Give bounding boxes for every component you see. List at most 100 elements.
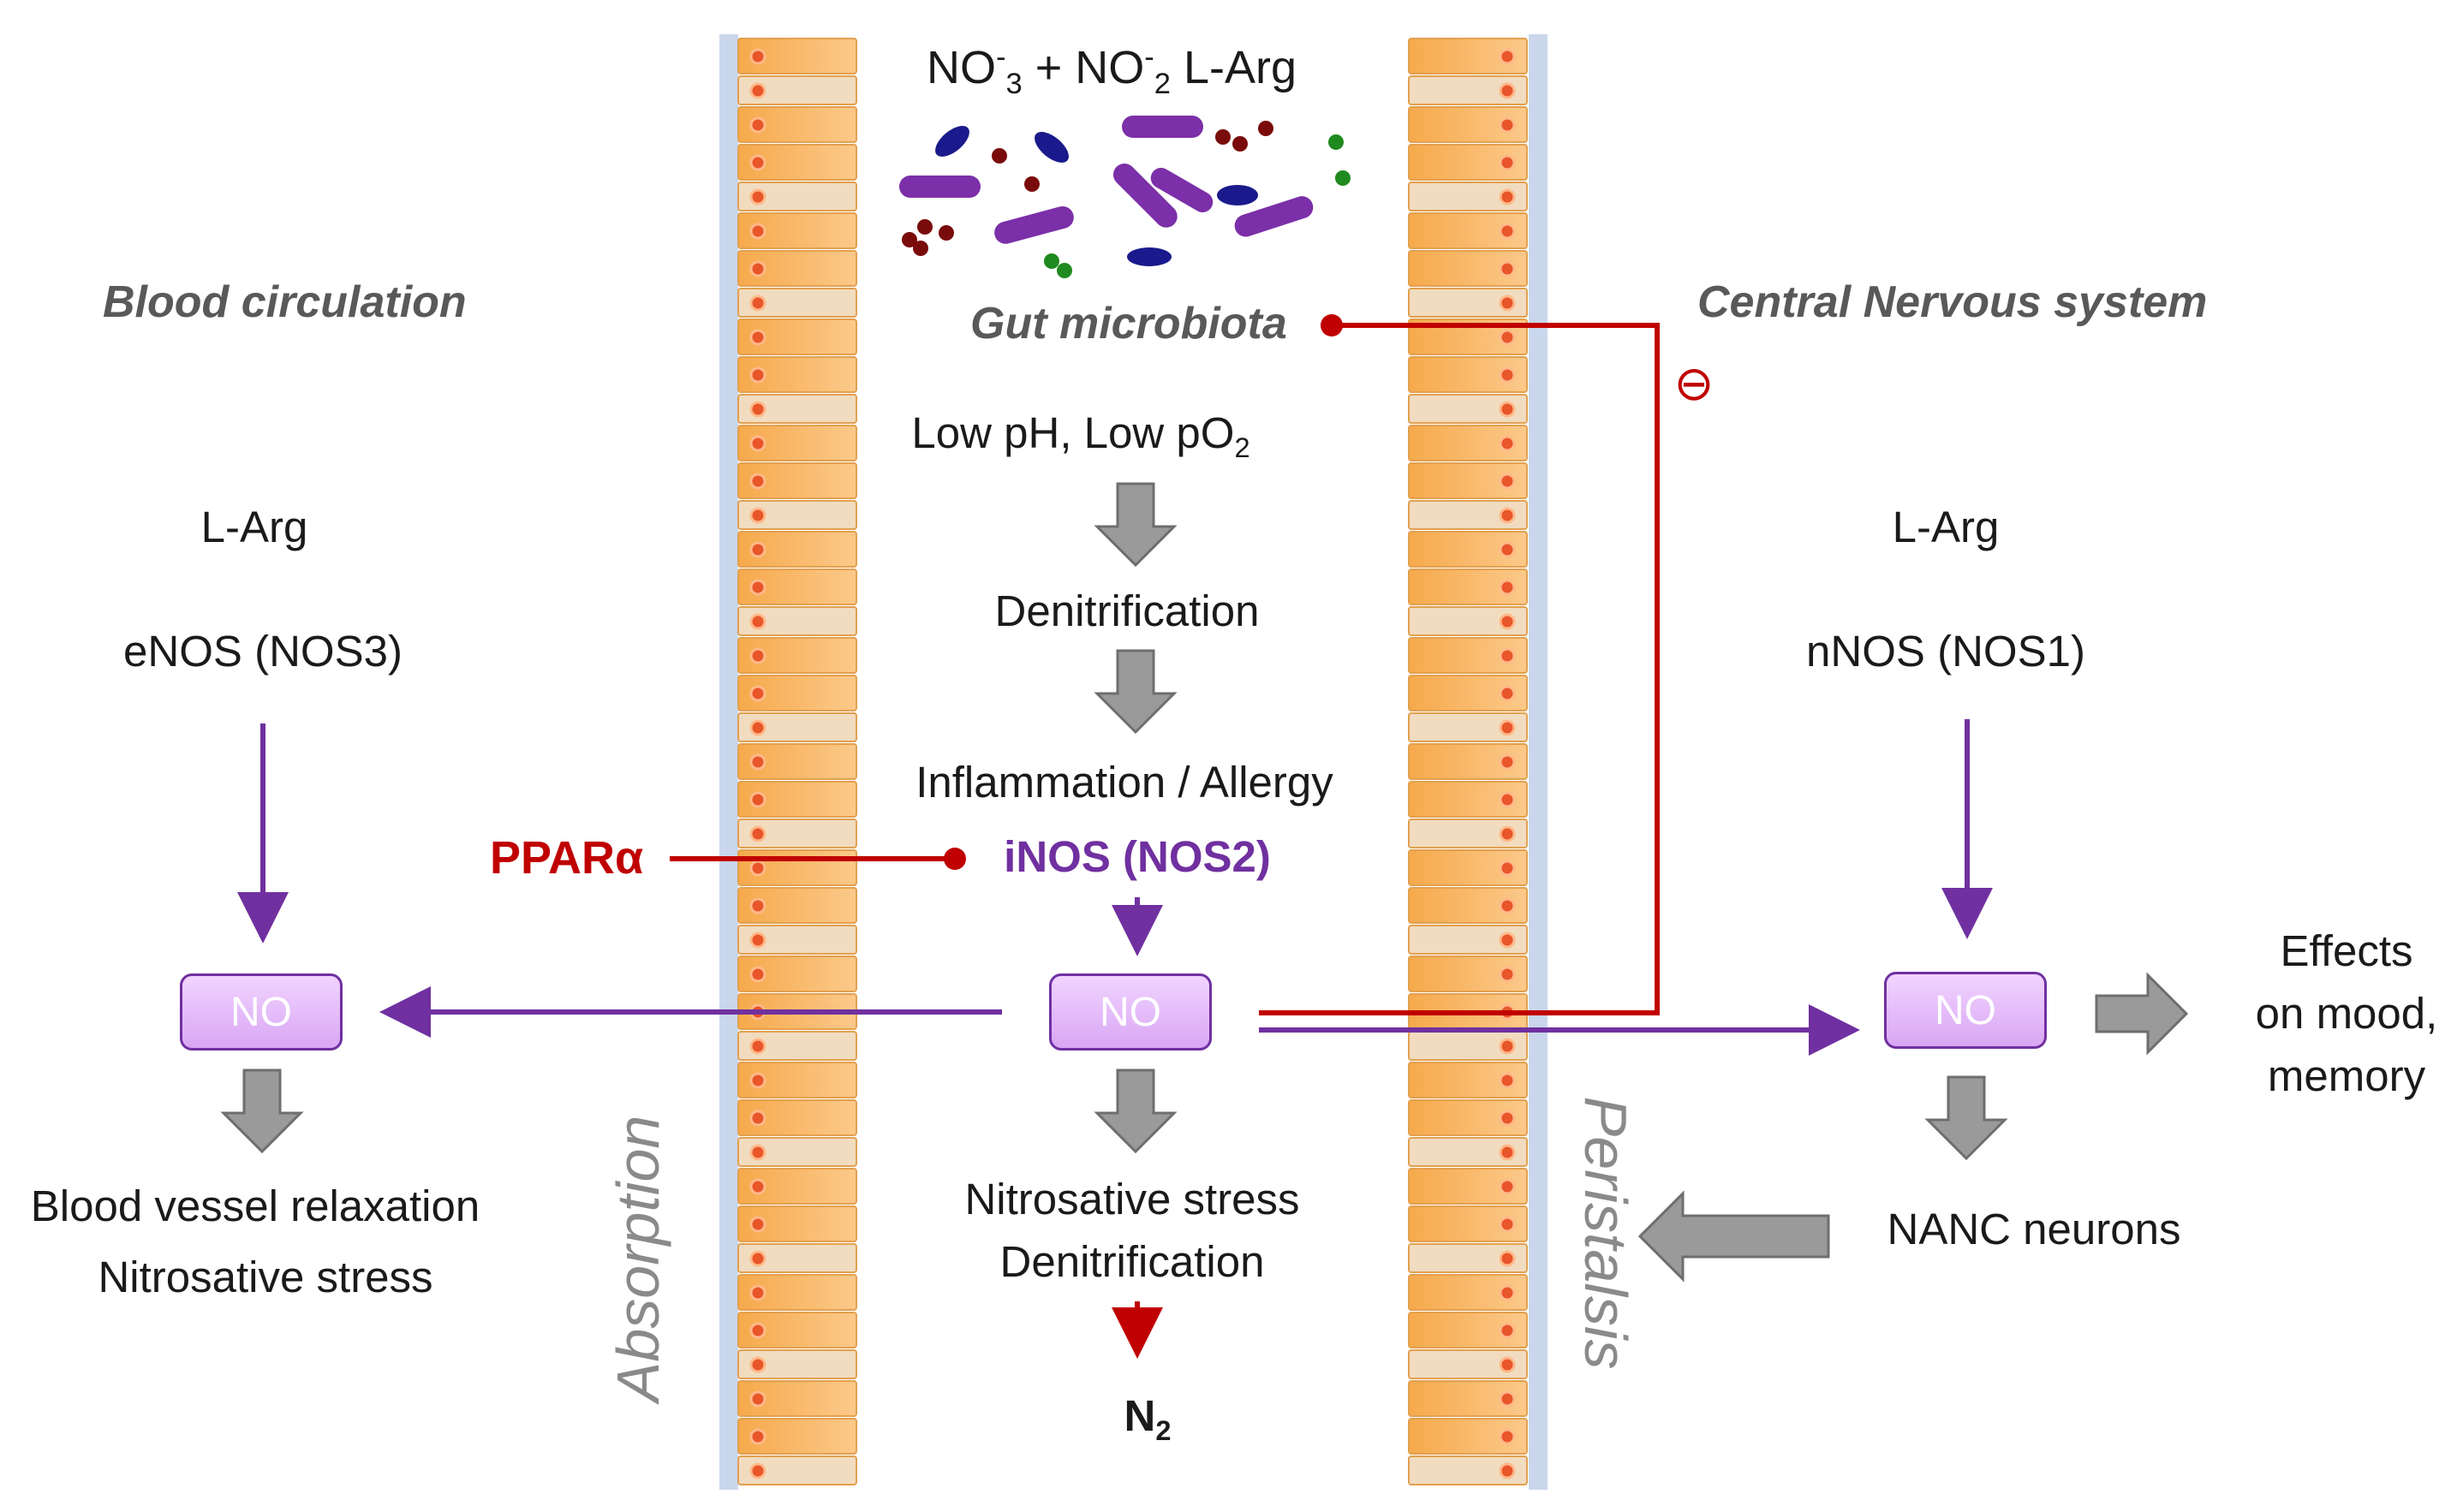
epithelial-cell [1408,144,1528,181]
cell-nucleus [749,1356,766,1373]
inos-label: iNOS (NOS2) [1004,832,1271,881]
cell-nucleus [1499,401,1516,418]
no-box-left: NO [180,973,343,1051]
arrow-left-peristalsis [1637,1190,1830,1283]
effects-line-1: Effects [2280,926,2413,975]
cell-nucleus [1499,932,1516,949]
epithelium-left [719,34,857,1490]
microbiota-cluster [899,116,1351,278]
epithelial-cell [1408,606,1528,636]
cell-nucleus [749,719,766,736]
epithelial-cell [737,1243,857,1273]
epithelial-cell [737,637,857,674]
inos-dot [944,848,966,870]
epithelial-cell [737,1031,857,1061]
cell-nucleus [1499,1428,1516,1445]
ppara-label: PPARα [490,832,644,884]
cell-nucleus [749,401,766,418]
cell-nucleus [749,260,766,277]
cell-nucleus [749,507,766,524]
absorption-label: Absorption [605,1115,671,1402]
epithelial-cell [737,887,857,924]
cell-nucleus [749,791,766,808]
cell-nucleus [749,579,766,596]
nnos-label: nNOS (NOS1) [1806,627,2085,676]
epithelial-cell [1408,1274,1528,1311]
cell-nucleus [1499,1284,1516,1301]
epithelial-cell [1408,1243,1528,1273]
cell-nucleus [749,825,766,842]
epithelial-cell [1408,1418,1528,1455]
epithelial-cell [737,1349,857,1379]
cell-nucleus [749,932,766,949]
epithelial-cell [737,1099,857,1136]
enos-label: eNOS (NOS3) [123,627,403,676]
cell-nucleus [749,329,766,346]
epithelial-cell [737,743,857,780]
epithelial-cell [1408,568,1528,605]
cell-nucleus [749,1178,766,1195]
cell-nucleus [1499,1462,1516,1479]
epithelial-cell [1408,1168,1528,1205]
membrane-strip [719,34,738,1490]
epithelial-cell [737,1168,857,1205]
epithelial-cell [737,1312,857,1348]
cell-nucleus [1499,579,1516,596]
cell-nucleus [749,188,766,205]
cell-nucleus [749,685,766,702]
epithelial-cell [737,75,857,105]
cell-nucleus [1499,366,1516,384]
cell-nucleus [1499,116,1516,134]
cell-nucleus [749,860,766,877]
cell-nucleus [1499,825,1516,842]
cell-nucleus [749,753,766,771]
epithelial-cell [1408,1137,1528,1167]
epithelial-cell [1408,75,1528,105]
effects-line-2: on mood, [2255,989,2438,1038]
epithelial-cell [1408,1455,1528,1485]
epithelial-cell [1408,462,1528,499]
epithelial-cell [1408,1312,1528,1348]
microbiota-dot [1321,314,1343,336]
cell-nucleus [749,1038,766,1055]
red-lines [670,323,1660,1359]
n2-label: N2 [1124,1391,1172,1447]
cell-nucleus [749,1284,766,1301]
cell-nucleus [749,1462,766,1479]
cell-nucleus [749,1322,766,1339]
inflammation-label: Inflammation / Allergy [915,758,1333,807]
heading-gut-microbiota: Gut microbiota [970,299,1287,348]
epithelial-cell [1408,106,1528,143]
epithelial-cell [737,1137,857,1167]
cell-nucleus [1499,1110,1516,1127]
epithelial-cell [737,1274,857,1311]
epithelial-cell [1408,925,1528,955]
cell-nucleus [1499,860,1516,877]
epithelial-cell [1408,781,1528,818]
cell-nucleus [1499,541,1516,558]
cell-nucleus [1499,1072,1516,1089]
epithelial-cell [1408,425,1528,461]
cell-nucleus [1499,753,1516,771]
epithelial-cell [1408,955,1528,992]
no-box-right: NO [1884,972,2047,1049]
heading-cns: Central Nervous system [1697,277,2208,327]
epithelium-right [1408,34,1548,1490]
epithelial-cell [737,500,857,530]
epithelial-cell [1408,500,1528,530]
cell-nucleus [749,966,766,983]
cell-nucleus [749,82,766,99]
epithelial-cell [1408,356,1528,393]
cell-nucleus [1499,260,1516,277]
cell-nucleus [1499,613,1516,630]
cell-nucleus [1499,1144,1516,1161]
epithelial-cell [1408,1062,1528,1098]
epithelial-cell [1408,819,1528,848]
epithelial-cell [737,606,857,636]
cell-nucleus [749,897,766,914]
cell-nucleus [749,1216,766,1233]
epithelial-cell [737,1062,857,1098]
epithelial-cell [737,394,857,424]
epithelial-cell [1408,38,1528,74]
